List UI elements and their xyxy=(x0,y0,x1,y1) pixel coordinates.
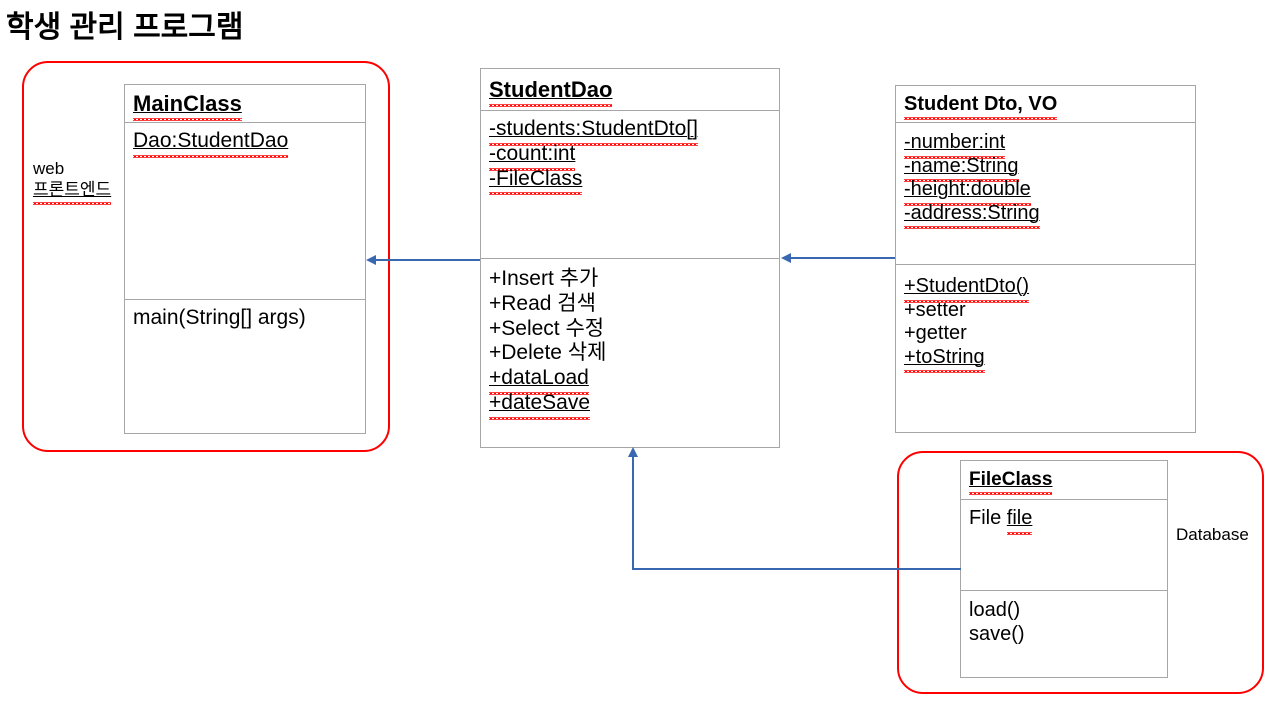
connector-line xyxy=(790,257,895,259)
class-methods-file-class: load() save() xyxy=(961,590,1167,677)
file-field-name: file xyxy=(1006,507,1033,535)
page-title: 학생 관리 프로그램 xyxy=(6,11,244,44)
class-title-student-dao: StudentDao xyxy=(481,69,779,111)
class-methods-student-dao: +Insert 추가 +Read 검색 +Select 수정 +Delete 삭… xyxy=(481,258,779,447)
class-method-row: +Select 수정 xyxy=(489,316,605,340)
class-attribute-row: File file xyxy=(969,507,1033,535)
class-attribute-row: -height:double xyxy=(904,178,1031,206)
class-attribute-row: Dao:StudentDao xyxy=(133,129,289,158)
class-method-row: +toString xyxy=(904,345,985,373)
class-method-row: +Read 검색 xyxy=(489,291,596,315)
class-attributes-file-class: File file xyxy=(961,500,1167,590)
class-attributes-student-dto: -number:int -name:String -height:double … xyxy=(896,123,1195,264)
class-attributes-student-dao: -students:StudentDto[] -count:int -FileC… xyxy=(481,111,779,258)
label-web-frontend-line1: web xyxy=(33,159,65,178)
connector-arrowhead xyxy=(628,447,638,457)
group-rect-database xyxy=(897,451,1264,694)
class-method-row: +setter xyxy=(904,298,966,321)
connector-line xyxy=(375,259,480,261)
class-attribute-row: -name:String xyxy=(904,154,1019,182)
class-attribute-row: -students:StudentDto[] xyxy=(489,117,698,146)
connector-line-vertical xyxy=(632,457,634,570)
class-attribute-row: -address:String xyxy=(904,201,1040,229)
class-box-student-dto[interactable]: Student Dto, VO -number:int -name:String… xyxy=(895,85,1196,433)
class-box-student-dao[interactable]: StudentDao -students:StudentDto[] -count… xyxy=(480,68,780,448)
class-methods-student-dto: +StudentDto() +setter +getter +toString xyxy=(896,264,1195,432)
label-web-frontend-line2: 프론트엔드 xyxy=(33,180,112,205)
class-attribute-row: -FileClass xyxy=(489,166,583,196)
class-method-row: +dataLoad xyxy=(489,366,589,395)
class-method-row: load() xyxy=(969,599,1021,621)
class-attributes-main-class: Dao:StudentDao xyxy=(125,123,365,299)
class-title-student-dto: Student Dto, VO xyxy=(896,86,1195,123)
class-box-main-class[interactable]: MainClass Dao:StudentDao main(String[] a… xyxy=(124,84,366,434)
class-attribute-row: -number:int xyxy=(904,131,1006,159)
class-method-row: save() xyxy=(969,622,1025,645)
class-title-main-class: MainClass xyxy=(125,85,365,123)
class-method-row: +Insert 추가 xyxy=(489,267,599,290)
label-database: Database xyxy=(1176,525,1249,544)
class-box-file-class[interactable]: FileClass File file load() save() xyxy=(960,460,1168,678)
class-method-row: +StudentDto() xyxy=(904,275,1030,303)
connector-arrowhead xyxy=(781,253,791,263)
group-rect-web-frontend xyxy=(22,61,390,452)
class-methods-main-class: main(String[] args) xyxy=(125,299,365,434)
class-attribute-row: -count:int xyxy=(489,141,576,171)
class-method-row: +Delete 삭제 xyxy=(489,341,607,365)
label-web-frontend: web 프론트엔드 xyxy=(33,158,112,205)
class-method-row: +getter xyxy=(904,322,967,345)
class-title-file-class: FileClass xyxy=(961,461,1167,500)
class-method-row: +dateSave xyxy=(489,390,591,420)
class-method-row: main(String[] args) xyxy=(133,306,306,329)
